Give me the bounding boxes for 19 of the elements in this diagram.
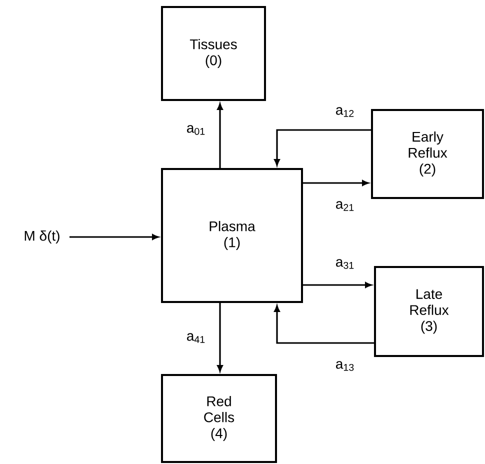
compartment-box: Red Cells (4) [161,374,277,463]
arrow [217,103,223,168]
compartment-box: Tissues (0) [161,6,266,101]
arrow [274,305,374,344]
edge-label: a$_{31}$ [334,258,356,270]
arrow [274,129,371,166]
arrow [303,282,372,288]
compartment-box: Late Reflux (3) [374,266,484,357]
arrow [217,303,223,372]
arrow [69,234,159,240]
edge-label: a$_{01}$ [185,124,207,136]
edge-label: a$_{13}$ [334,360,356,372]
compartment-box: Early Reflux (2) [371,109,484,199]
arrow [303,180,369,186]
edge-label: a$_{12}$ [334,106,356,118]
edge-label: a$_{41}$ [185,332,207,344]
edge-label: a$_{21}$ [334,200,356,212]
compartment-box: Plasma (1) [161,168,303,303]
input-label: M δ(t) [24,230,60,244]
